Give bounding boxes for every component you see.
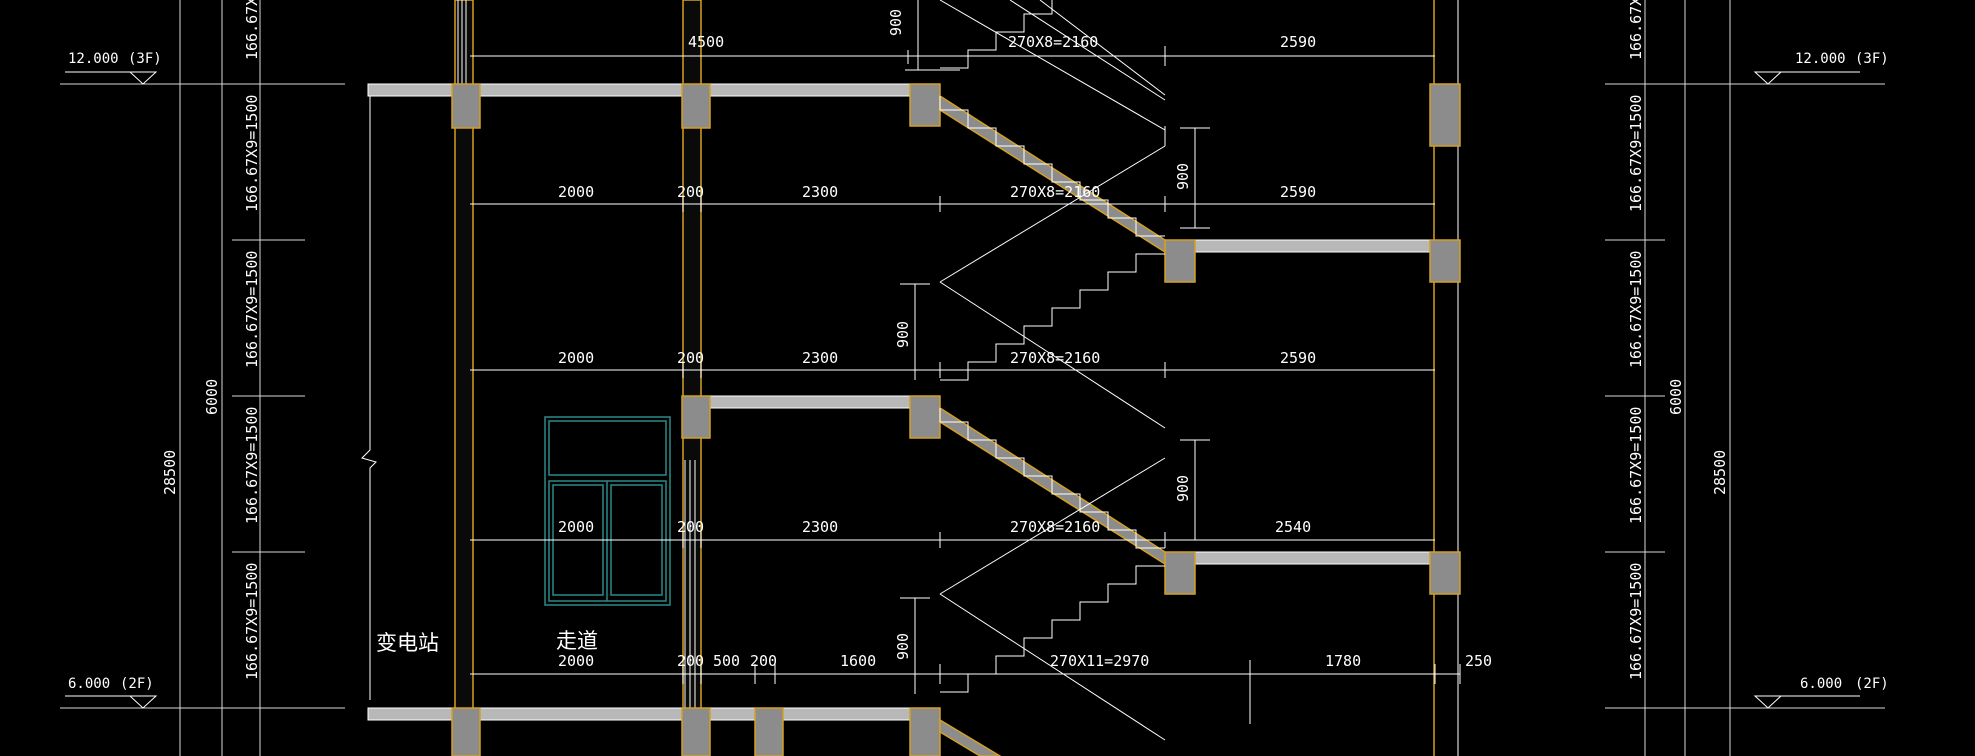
dim-r4-f: 270X11=2970 — [1050, 652, 1149, 670]
dim-r1-e: 2590 — [1280, 183, 1316, 201]
dim-r4-d: 200 — [750, 652, 777, 670]
stair-flights — [939, 0, 1166, 756]
right-seg-3: 166.67X9=1500 — [1627, 407, 1645, 524]
dim-r2-a: 2000 — [558, 349, 594, 367]
dim-r3-d: 270X8=2160 — [1010, 518, 1100, 536]
left-seg-2: 166.67X9=1500 — [243, 251, 261, 368]
dim-r4-c: 500 — [713, 652, 740, 670]
right-seg-0: 166.67X9=1500 — [1627, 0, 1645, 60]
dim-r0-a: 4500 — [688, 33, 724, 51]
structure — [367, 0, 1461, 756]
dim-r4-h: 250 — [1465, 652, 1492, 670]
dim-r4-a: 2000 — [558, 652, 594, 670]
left-seg-0: 166.67X9=1500 — [243, 0, 261, 60]
level-floor-top-left: (3F) — [128, 51, 162, 67]
dim-r4-g: 1780 — [1325, 652, 1361, 670]
level-floor-bottom-right: (2F) — [1855, 676, 1889, 692]
right-seg-1: 166.67X9=1500 — [1627, 95, 1645, 212]
level-elev-bottom-right: 6.000 — [1800, 676, 1842, 692]
level-floor-bottom-left: (2F) — [120, 676, 154, 692]
horizontal-dimensions: 4500 270X8=2160 2590 900 2000 200 2300 2… — [470, 0, 1492, 724]
dim-r1-f: 900 — [1174, 163, 1192, 190]
dim-r3-f: 900 — [1174, 475, 1192, 502]
dim-r3-c: 2300 — [802, 518, 838, 536]
level-floor-top-right: (3F) — [1855, 51, 1889, 67]
dim-r4-e: 1600 — [840, 652, 876, 670]
level-elev-bottom-left: 6.000 — [68, 676, 110, 692]
dim-r3-b: 200 — [677, 518, 704, 536]
dim-r2-e: 2590 — [1280, 349, 1316, 367]
dim-r0-b: 270X8=2160 — [1008, 33, 1098, 51]
dim-r1-c: 2300 — [802, 183, 838, 201]
dim-r1-d: 270X8=2160 — [1010, 183, 1100, 201]
dim-r2-c: 2300 — [802, 349, 838, 367]
dim-r2-d: 270X8=2160 — [1010, 349, 1100, 367]
right-floor-height: 6000 — [1667, 379, 1685, 415]
dim-r1-b: 200 — [677, 183, 704, 201]
left-seg-3: 166.67X9=1500 — [243, 407, 261, 524]
level-elev-top-right: 12.000 — [1795, 51, 1846, 67]
left-floor-height: 6000 — [203, 379, 221, 415]
left-seg-1: 166.67X9=1500 — [243, 95, 261, 212]
left-dimension-block: 12.000 (3F) 6.000 (2F) 166.67X9=1500 166… — [60, 0, 377, 756]
right-dimension-block: 12.000 (3F) 6.000 (2F) 166.67X9=1500 166… — [1605, 0, 1889, 756]
room-labels: 变电站 走道 — [376, 629, 598, 655]
dim-r0-d: 900 — [887, 9, 905, 36]
dim-r1-a: 2000 — [558, 183, 594, 201]
level-elev-top-left: 12.000 — [68, 51, 119, 67]
dim-r3-e: 2540 — [1275, 518, 1311, 536]
dim-r2-f: 900 — [894, 321, 912, 348]
dim-r3-a: 2000 — [558, 518, 594, 536]
right-seg-4: 166.67X9=1500 — [1627, 563, 1645, 680]
room-label-corridor: 走道 — [556, 629, 598, 653]
dim-r4-b: 200 — [677, 652, 704, 670]
dim-r2-b: 200 — [677, 349, 704, 367]
right-seg-2: 166.67X9=1500 — [1627, 251, 1645, 368]
left-total-height: 28500 — [161, 450, 179, 495]
right-total-height: 28500 — [1711, 450, 1729, 495]
room-label-substation: 变电站 — [376, 631, 439, 655]
left-seg-4: 166.67X9=1500 — [243, 563, 261, 680]
window — [544, 416, 671, 606]
dim-r0-c: 2590 — [1280, 33, 1316, 51]
dim-r4-i: 900 — [894, 633, 912, 660]
